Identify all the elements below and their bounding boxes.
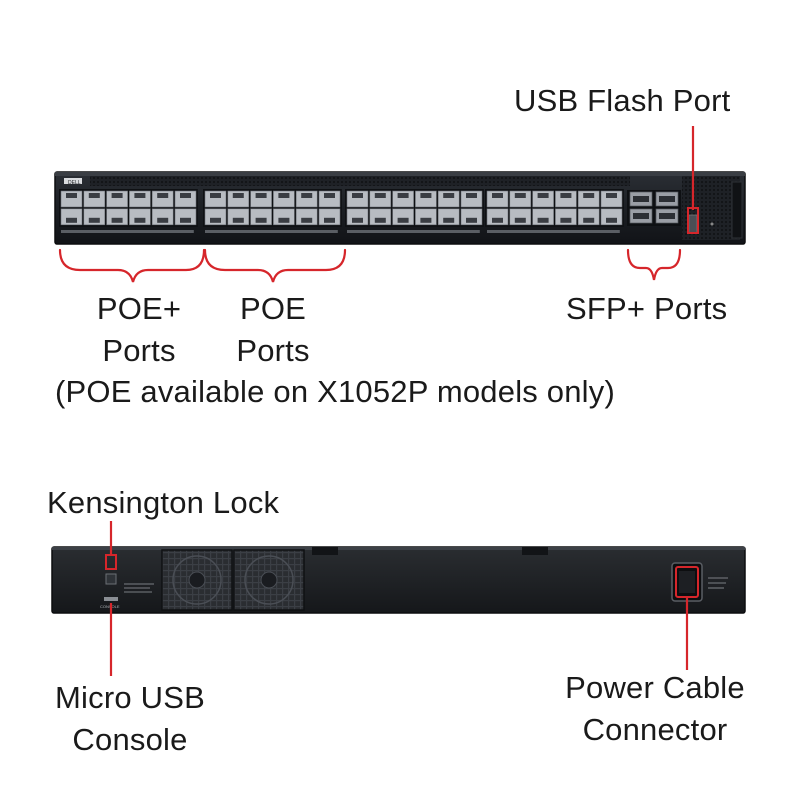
rj45-port-latch bbox=[583, 217, 595, 223]
usb-flash-callout bbox=[687, 126, 699, 234]
rj45-port-latch bbox=[492, 217, 503, 223]
rj45-port-latch bbox=[324, 217, 335, 223]
rj45-port-latch bbox=[514, 193, 526, 198]
rj45-port-latch bbox=[210, 193, 221, 198]
label-poe-plus-line2: Ports bbox=[102, 332, 176, 368]
kensington-callout bbox=[105, 521, 117, 570]
label-micro-usb-line1: Micro USB bbox=[55, 680, 205, 715]
rj45-port-latch bbox=[606, 217, 617, 223]
label-poe-plus-line1: POE+ bbox=[96, 291, 182, 326]
label-poe-ports: POE Ports bbox=[218, 288, 328, 372]
front-panel: DELL bbox=[54, 171, 746, 245]
rj45-port-latch bbox=[301, 193, 313, 198]
rj45-port-latch bbox=[420, 193, 432, 198]
fan-grille-icon-right bbox=[233, 549, 305, 611]
rj45-port-latch bbox=[66, 193, 77, 198]
rj45-port-latch bbox=[255, 217, 267, 223]
rj45-port-latch bbox=[324, 193, 335, 198]
power-callout bbox=[675, 566, 699, 670]
sfp-port-cage bbox=[659, 213, 675, 219]
brace-sfp bbox=[626, 248, 682, 281]
rj45-port-latch bbox=[157, 193, 169, 198]
dell-logo bbox=[64, 178, 82, 184]
rj45-port-latch bbox=[134, 193, 146, 198]
rj45-port-latch bbox=[514, 217, 526, 223]
rj45-port-latch bbox=[583, 193, 595, 198]
port-label-strip bbox=[205, 230, 338, 233]
label-poe-note: (POE available on X1052P models only) bbox=[55, 374, 615, 409]
rj45-port-latch bbox=[278, 193, 290, 198]
rj45-port-latch bbox=[88, 217, 100, 223]
rj45-port-latch bbox=[443, 217, 455, 223]
rj45-port-latch bbox=[88, 193, 100, 198]
rj45-port-latch bbox=[374, 217, 386, 223]
rj45-port-latch bbox=[397, 193, 409, 198]
rj45-port-latch bbox=[66, 217, 77, 223]
usb-flash-slot bbox=[688, 214, 698, 234]
rj45-port-latch bbox=[466, 217, 477, 223]
front-vent bbox=[90, 176, 630, 186]
fan-grille-icon-left bbox=[161, 549, 233, 611]
port-label-strip bbox=[487, 230, 620, 233]
rj45-port-latch bbox=[466, 193, 477, 198]
status-led bbox=[710, 222, 714, 226]
micro-usb-port bbox=[104, 597, 118, 601]
label-kensington-lock: Kensington Lock bbox=[47, 485, 280, 520]
rj45-port-latch bbox=[180, 217, 191, 223]
rj45-port-latch bbox=[134, 217, 146, 223]
front-port-array bbox=[59, 189, 624, 233]
rj45-port-latch bbox=[157, 217, 169, 223]
rear-panel: CONSOLE bbox=[51, 546, 746, 614]
label-micro-usb-line2: Console bbox=[72, 721, 188, 757]
label-power-line2: Connector bbox=[582, 711, 728, 747]
power-inlet-icon bbox=[671, 562, 703, 602]
rj45-port-latch bbox=[210, 217, 221, 223]
rj45-port-latch bbox=[111, 217, 123, 223]
rj45-port-latch bbox=[352, 217, 363, 223]
sfp-port-array bbox=[627, 190, 681, 226]
label-usb-flash-port: USB Flash Port bbox=[514, 83, 731, 118]
label-poe-line1: POE bbox=[239, 291, 307, 326]
rj45-port-latch bbox=[374, 193, 386, 198]
reset-button bbox=[105, 573, 117, 585]
label-poe-line2: Ports bbox=[236, 332, 310, 368]
front-end-handle bbox=[731, 181, 743, 239]
brace-poe-plus bbox=[58, 248, 206, 283]
rj45-port-latch bbox=[537, 193, 549, 198]
port-label-strip bbox=[347, 230, 480, 233]
sfp-port-cage bbox=[633, 213, 649, 219]
rj45-port-latch bbox=[397, 217, 409, 223]
label-sfp-plus-ports: SFP+ Ports bbox=[566, 291, 728, 326]
label-poe-plus-ports: POE+ Ports bbox=[84, 288, 194, 372]
rj45-port-latch bbox=[560, 193, 572, 198]
rj45-port-latch bbox=[255, 193, 267, 198]
rj45-port-latch bbox=[301, 217, 313, 223]
rj45-port-latch bbox=[278, 217, 290, 223]
rj45-port-latch bbox=[537, 217, 549, 223]
label-micro-usb-console: Micro USB Console bbox=[40, 677, 220, 761]
brace-poe bbox=[203, 248, 347, 283]
label-power-cable-connector: Power Cable Connector bbox=[550, 667, 760, 751]
rj45-port-latch bbox=[352, 193, 363, 198]
rj45-port-latch bbox=[232, 217, 244, 223]
port-label-strip bbox=[61, 230, 194, 233]
brand-text: DELL bbox=[68, 180, 81, 186]
rj45-port-latch bbox=[606, 193, 617, 198]
sfp-port-cage bbox=[659, 196, 675, 202]
sfp-port-cage bbox=[633, 196, 649, 202]
rj45-port-latch bbox=[232, 193, 244, 198]
rj45-port-latch bbox=[492, 193, 503, 198]
rj45-port-latch bbox=[111, 193, 123, 198]
rj45-port-latch bbox=[443, 193, 455, 198]
rj45-port-latch bbox=[560, 217, 572, 223]
label-power-line1: Power Cable bbox=[565, 670, 745, 705]
rj45-port-latch bbox=[420, 217, 432, 223]
rj45-port-latch bbox=[180, 193, 191, 198]
